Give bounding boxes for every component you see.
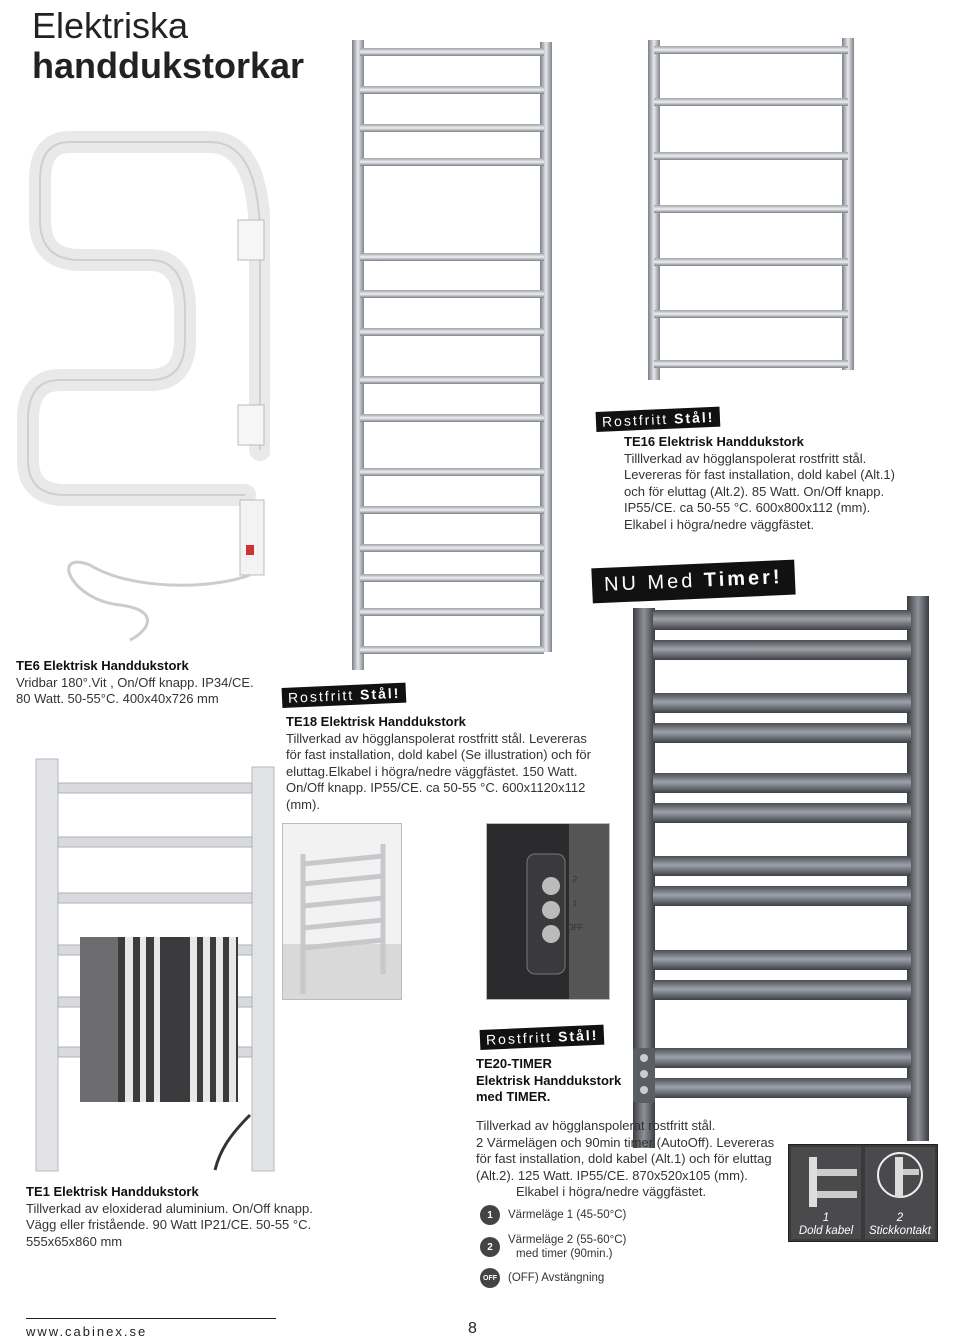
te16-tag: Rostfritt Stål! [595,406,721,432]
plug-icon [877,1152,923,1198]
te6-photo [17,131,270,642]
title-line-2: handdukstorkar [32,45,305,86]
te6-description: TE6 Elektrisk Handdukstork Vridbar 180°.… [16,658,276,708]
te1-description: TE1 Elektrisk Handdukstork Tillverkad av… [26,1184,346,1250]
footer-divider [26,1318,276,1319]
te1-heading: TE1 Elektrisk Handdukstork [26,1184,199,1199]
te20-photo [633,596,929,1148]
te20-control-closeup [486,823,610,1000]
te18-tag: Rostfritt Stål! [281,682,407,708]
hidden-cable-icon [809,1157,857,1207]
te20-closeup-buttons: 2 1 OFF [567,875,583,932]
te16-description: TE16 Elektrisk Handdukstork Tilllverkad … [624,434,924,533]
te20-heading: TE20-TIMER Elektrisk Handdukstork med TI… [476,1056,622,1104]
te18-description: TE18 Elektrisk Handdukstork Tillverkad a… [286,714,626,813]
te20-description: Tillverkad av högglanspolerat rostfritt … [476,1118,775,1199]
title-line-1: Elektriska [32,5,189,46]
te20-heat-settings: 1 Värmeläge 1 (45-50°C) 2 Värmeläge 2 (5… [480,1204,720,1290]
te1-photo [35,758,275,1172]
te18-heading: TE18 Elektrisk Handdukstork [286,714,466,729]
setting-2: 2 Värmeläge 2 (55-60°C) med timer (90min… [480,1230,720,1264]
te6-heading: TE6 Elektrisk Handdukstork [16,658,189,673]
setting-1: 1 Värmeläge 1 (45-50°C) [480,1204,720,1226]
knob-1-icon: 1 [480,1205,500,1225]
page-title: Elektriska handdukstorkar [32,6,304,86]
knob-2-icon: 2 [480,1237,500,1257]
setting-off: OFF (OFF) Avstängning [480,1266,720,1290]
te1-freestanding-photo [282,823,402,1000]
te18-photo [352,40,552,670]
te20-tag: Rostfritt Stål! [479,1024,605,1050]
te16-heading: TE16 Elektrisk Handdukstork [624,434,804,449]
footer-url[interactable]: www.cabinex.se [26,1324,148,1339]
page-number: 8 [468,1320,477,1337]
te16-photo [648,38,854,380]
knob-off-icon: OFF [480,1268,500,1288]
